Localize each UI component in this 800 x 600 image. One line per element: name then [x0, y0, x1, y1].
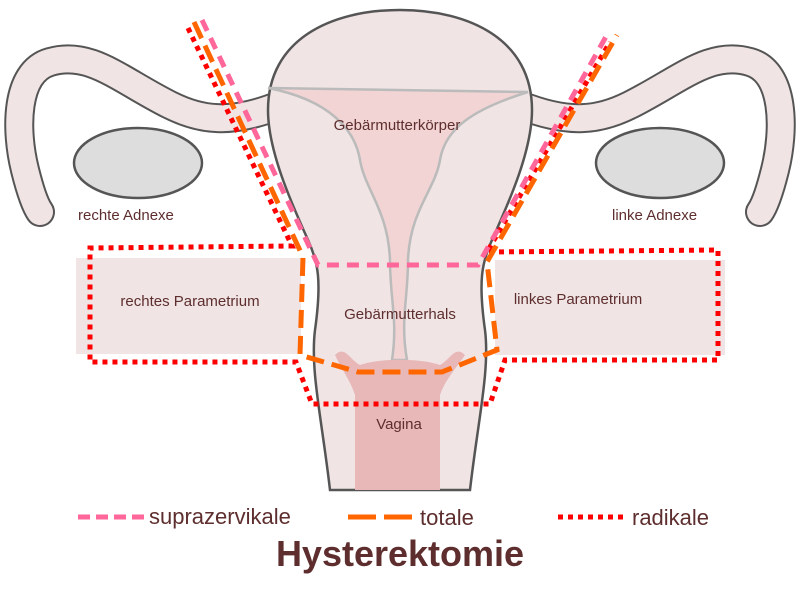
right-parametrium-label: rechtes Parametrium [120, 293, 259, 310]
diagram-title: Hysterektomie [276, 533, 524, 574]
vagina-region [335, 351, 465, 490]
legend-label-total: totale [420, 505, 474, 530]
vagina-label: Vagina [376, 416, 422, 433]
total-cut-line [191, 20, 620, 375]
left-fallopian-tube [505, 44, 796, 227]
left-ovary [594, 126, 726, 200]
supracervical-cut-line [199, 18, 611, 268]
left-parametrium-label: linkes Parametrium [514, 291, 642, 308]
right-fallopian-tube [4, 44, 295, 227]
right-adnexa-label: rechte Adnexe [78, 207, 174, 224]
right-parametrium-region [76, 258, 301, 354]
left-parametrium-region [495, 260, 725, 355]
radical-cut-line [87, 26, 721, 407]
cervix-label: Gebärmutterhals [344, 306, 456, 323]
legend-label-supracervical: suprazervikale [149, 504, 291, 529]
uterus-body-label: Gebärmutterkörper [334, 117, 461, 134]
left-adnexa-label: linke Adnexe [612, 207, 697, 224]
legend-label-radical: radikale [632, 505, 709, 530]
right-ovary [72, 126, 204, 200]
legend: suprazervikale totale radikale [78, 504, 709, 530]
